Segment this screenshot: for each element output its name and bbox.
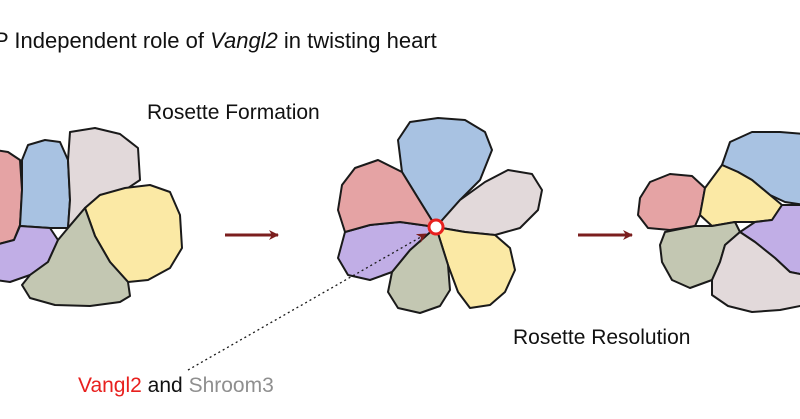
title-gene: Vangl2 <box>210 28 278 53</box>
figure-title: P Independent role of Vangl2 in twisting… <box>0 28 437 54</box>
protein-legend: Vangl2 and Shroom3 <box>78 374 274 398</box>
pointer-line <box>187 233 427 371</box>
cell-red-rosette <box>337 159 437 233</box>
cell-red-resolved <box>637 173 706 231</box>
rosette-resolution-label: Rosette Resolution <box>513 326 691 349</box>
cell-pink-resolved <box>711 231 800 313</box>
cell-pink-initial <box>67 127 141 229</box>
vangl2-label: Vangl2 <box>78 374 142 397</box>
rosette-cell-group <box>337 117 543 314</box>
cell-green-initial <box>21 207 131 307</box>
and-label: and <box>141 374 189 397</box>
cell-yellow-rosette <box>435 226 516 309</box>
shroom3-label: Shroom3 <box>188 374 274 397</box>
rosette-center-marker <box>427 218 445 236</box>
resolved-cell-group <box>637 131 800 313</box>
rosette-formation-label: Rosette Formation <box>147 101 320 124</box>
initial-cell-group <box>0 127 183 307</box>
title-prefix: P Independent role of <box>0 28 211 53</box>
title-suffix: in twisting heart <box>277 28 437 53</box>
cell-blue-initial <box>19 139 71 229</box>
